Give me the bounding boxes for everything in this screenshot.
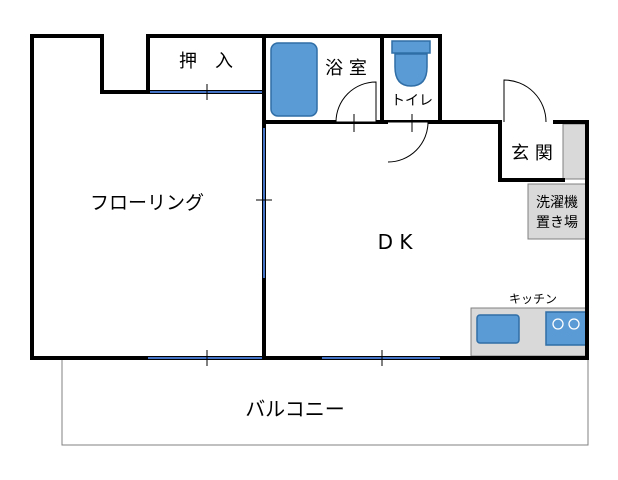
room-label-closet: 押 入 — [179, 51, 233, 72]
door-marks — [353, 114, 413, 132]
doors — [335, 79, 547, 163]
stove — [545, 311, 587, 346]
room-label-toilet: トイレ — [391, 93, 433, 109]
window-marks — [206, 84, 383, 366]
kitchen-sink — [476, 314, 520, 344]
room-label-kitchen: キッチン — [509, 292, 557, 306]
windows — [148, 91, 440, 359]
balcony-outline — [61, 358, 589, 446]
room-label-flooring: フローリング — [90, 192, 204, 214]
room-label-laundry-2: 置き場 — [536, 215, 578, 231]
entrance-step — [562, 123, 588, 180]
room-label-balcony: バルコニー — [245, 397, 345, 421]
room-label-entrance: 玄 関 — [511, 143, 553, 164]
toilet-fixture — [391, 40, 431, 87]
bathtub — [270, 42, 318, 117]
room-label-laundry: 洗濯機 — [536, 195, 578, 211]
room-label-bathroom: 浴 室 — [325, 58, 367, 79]
room-label-dk: D K — [378, 230, 414, 254]
